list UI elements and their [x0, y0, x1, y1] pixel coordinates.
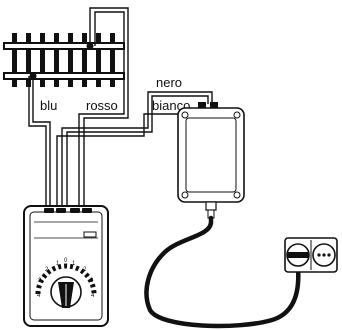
controller-switch [83, 231, 97, 238]
dial-number: 2 [83, 267, 87, 273]
railway-track [3, 33, 125, 87]
wall-socket [284, 237, 338, 273]
cable-gland [205, 201, 217, 211]
dial-number: 4 [91, 293, 95, 299]
label-nero: nero [156, 75, 182, 90]
speed-scale [35, 263, 97, 295]
track-rails [3, 42, 125, 80]
power-supply-box [177, 102, 245, 219]
dial-number: 0 [64, 258, 68, 264]
dial-number: 1 [56, 261, 60, 267]
track-sleepers [12, 33, 115, 87]
dial-number: 3 [38, 278, 42, 284]
dial-number: 2 [45, 267, 49, 273]
transformer-controller: 4 3 2 1 0 1 2 3 4 [23, 205, 109, 327]
power-box-terminal [198, 102, 206, 108]
speed-knob[interactable] [50, 276, 82, 308]
power-cable [144, 215, 301, 329]
dial-number: 4 [37, 293, 41, 299]
label-rosso: rosso [86, 98, 118, 113]
power-box-terminal [210, 102, 218, 108]
dial-number: 1 [72, 261, 76, 267]
label-blu: blu [40, 98, 57, 113]
wire-rosso [78, 7, 129, 210]
wire-blu [28, 76, 51, 210]
controller-terminals [44, 208, 92, 213]
dial-number: 3 [90, 278, 94, 284]
